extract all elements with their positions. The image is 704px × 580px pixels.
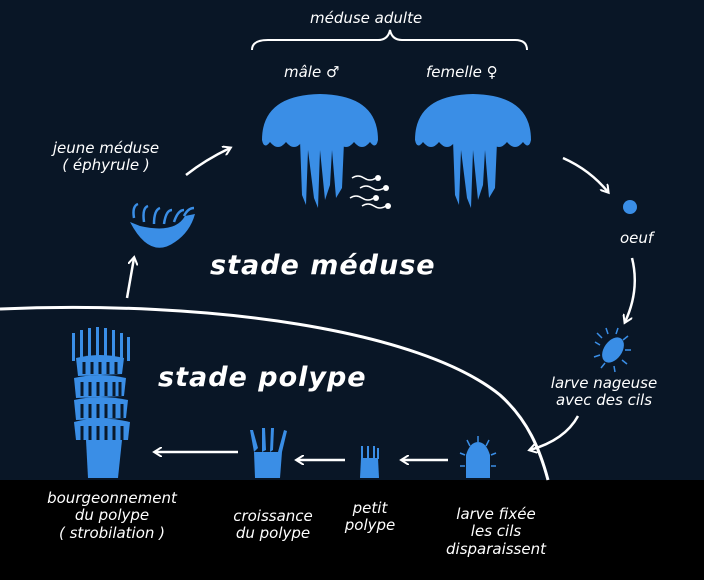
label-fixed-larva-line2: les cils (470, 522, 522, 541)
arrow-swimming-to-fixed-larva (530, 415, 580, 450)
label-female: femelle ♀ (426, 63, 498, 81)
label-male: mâle ♂ (284, 63, 340, 81)
strobilating-polyp (72, 327, 130, 478)
label-budding: bourgeonnement du polype ( strobilation … (30, 489, 194, 542)
label-fixed-larva-line3: disparaissent (446, 539, 546, 558)
label-fixed-larva-line1: larve fixée (456, 505, 536, 523)
ground-strip (0, 480, 704, 580)
polyp-zone-boundary (0, 305, 550, 481)
label-swimming-larva-line1: larve nageuse (550, 374, 658, 392)
label-swimming-larva: larve nageuse avec des cils (530, 374, 678, 410)
label-ephyrule-line1: jeune méduse (52, 139, 160, 157)
arrow-budding-to-ephyrule (125, 258, 134, 299)
female-medusa (415, 94, 531, 208)
label-growth-line2: du polype (235, 524, 311, 543)
label-small-polyp-line1: petit (352, 499, 388, 517)
label-adult-medusa: méduse adulte (310, 9, 423, 27)
sperm-cells (349, 175, 391, 209)
arrow-ephyrule-to-adult (185, 148, 230, 176)
fixed-larva (459, 436, 497, 478)
label-budding-line1: bourgeonnement (47, 489, 177, 507)
label-budding-line3: ( strobilation ) (58, 523, 166, 542)
growing-polyp (250, 428, 287, 478)
ephyrule (130, 202, 195, 248)
label-ephyrule-line2: ( éphyrule ) (62, 156, 150, 175)
label-growth-line1: croissance (233, 507, 313, 525)
label-small-polyp-line2: polype (344, 516, 396, 535)
male-medusa (262, 94, 378, 208)
label-small-polyp: petit polype (332, 499, 408, 535)
label-ephyrule: jeune méduse ( éphyrule ) (32, 139, 180, 175)
label-fixed-larva: larve fixée les cils disparaissent (428, 505, 564, 558)
arrow-adult-to-egg (562, 156, 608, 192)
egg-cell (623, 200, 637, 214)
label-egg: oeuf (620, 229, 654, 247)
label-budding-line2: du polype (74, 506, 150, 525)
label-stage-medusa: stade méduse (210, 250, 436, 281)
arrow-egg-to-larva (625, 257, 637, 322)
adult-brace (251, 29, 528, 51)
small-polyp (360, 446, 379, 478)
swimming-larva (593, 327, 631, 373)
label-growth: croissance du polype (218, 507, 328, 543)
label-stage-polyp: stade polype (158, 362, 367, 393)
label-swimming-larva-line2: avec des cils (555, 391, 653, 410)
